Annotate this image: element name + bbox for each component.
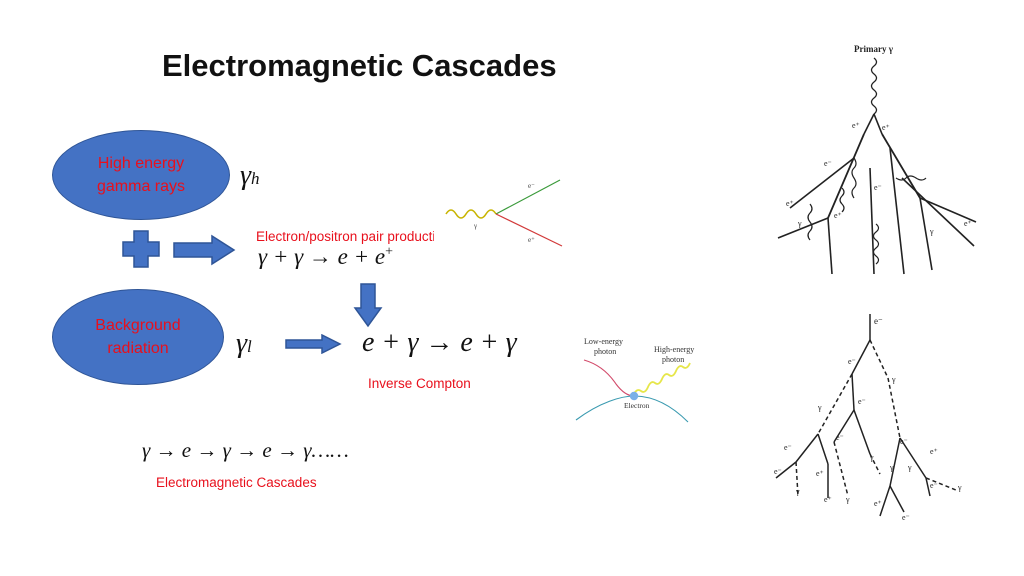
gamma-h-symbol: γh — [240, 160, 260, 191]
pair-production-label: Electron/positron pair production — [256, 229, 434, 244]
e-minus-symbol: e⁻ — [784, 443, 792, 452]
gamma-symbol: γ — [797, 219, 802, 228]
high-energy-gamma-node: High energy gamma rays — [52, 130, 230, 220]
electron-text: Electron — [624, 401, 650, 410]
e-minus-symbol: e⁻ — [774, 467, 782, 476]
gamma-symbol: γ — [473, 222, 477, 230]
e-plus-symbol: e⁺ — [852, 121, 860, 130]
inverse-compton-equation: e + γ → e + γ — [362, 327, 517, 358]
low-energy-text: Low-energy — [584, 337, 623, 346]
e-minus-symbol: e⁻ — [848, 357, 856, 366]
low-energy-photon-path — [583, 359, 635, 397]
incoming-photon-line — [445, 209, 497, 219]
pair-production-equation: γ + γ → e + e+ — [258, 244, 393, 269]
e-plus-symbol: e⁺ — [834, 211, 842, 220]
positron-symbol: e⁺ — [528, 236, 535, 244]
gamma-symbol: γ — [869, 453, 874, 462]
e-plus-symbol: e⁺ — [824, 495, 832, 504]
high-energy-gamma-label: High energy gamma rays — [96, 154, 186, 195]
e-minus-symbol: e⁻ — [900, 437, 908, 446]
arrow-right-icon — [173, 234, 236, 266]
cascades-label: Electromagnetic Cascades — [156, 475, 317, 490]
gamma-symbol: γ — [845, 495, 850, 504]
inverse-compton-diagram: Low-energy photon High-energy photon Ele… — [575, 337, 694, 423]
arrow-right-icon — [285, 334, 342, 354]
electron-dot — [629, 391, 639, 401]
e-minus-symbol: e⁻ — [858, 397, 866, 406]
e-plus-symbol: e⁺ — [874, 499, 882, 508]
gamma-symbol: γ — [907, 463, 912, 472]
electron-line — [495, 179, 561, 215]
air-shower-diagram: Primary γ e⁺ e⁺ e⁻ e⁺ e⁺ e⁻ e⁺ γ γ — [777, 44, 977, 275]
gamma-symbol: γ — [817, 403, 822, 412]
e-plus-symbol: e⁺ — [786, 199, 794, 208]
positron-line — [495, 213, 563, 247]
gamma-symbol: γ — [957, 483, 962, 492]
high-energy-text: High-energy — [654, 345, 694, 354]
e-plus-symbol: e⁺ — [930, 447, 938, 456]
arrow-down-icon — [353, 283, 383, 328]
page-title: Electromagnetic Cascades — [162, 48, 557, 83]
e-plus-symbol: e⁺ — [964, 219, 972, 228]
low-photon-text: photon — [594, 347, 616, 356]
background-radiation-node: Background radiation — [52, 289, 224, 385]
pair-production-diagram: e⁻ e⁺ γ — [445, 179, 563, 247]
plus-icon — [122, 230, 160, 268]
inverse-compton-label: Inverse Compton — [368, 376, 471, 391]
e-minus-symbol: e⁻ — [836, 433, 844, 442]
e-minus-symbol: e⁻ — [874, 316, 883, 326]
primary-photon-wavy — [870, 57, 878, 115]
gamma-symbol: γ — [889, 463, 894, 472]
e-plus-symbol: e⁺ — [816, 469, 824, 478]
cascade-chain-equation: γ → e → γ → e → γ…… — [142, 438, 349, 462]
electron-symbol: e⁻ — [528, 182, 535, 190]
high-energy-photon-path — [633, 362, 691, 395]
gamma-symbol: γ — [795, 487, 800, 496]
e-plus-symbol: e⁺ — [882, 123, 890, 132]
e-minus-symbol: e⁻ — [930, 481, 938, 490]
gamma-symbol: γ — [929, 227, 934, 236]
gamma-symbol: γ — [891, 375, 896, 384]
e-minus-symbol: e⁻ — [824, 159, 832, 168]
e-minus-symbol: e⁻ — [902, 513, 910, 522]
e-minus-symbol: e⁻ — [874, 183, 882, 192]
high-photon-text: photon — [662, 355, 684, 364]
gamma-l-symbol: γl — [236, 328, 252, 359]
primary-gamma-text: Primary γ — [854, 44, 894, 54]
cascade-tree-diagram: e⁻ e⁻ γ e⁻ γ e⁻ e⁻ γ e⁻ e⁻ e⁺ γ e⁺ γ e⁺ … — [774, 314, 962, 522]
background-radiation-label: Background radiation — [95, 316, 181, 357]
